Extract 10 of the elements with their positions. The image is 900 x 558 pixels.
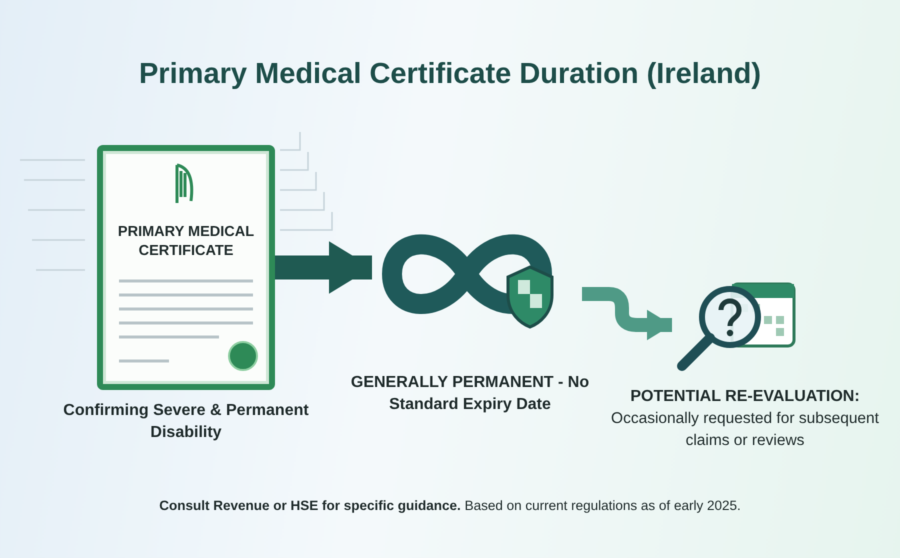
footnote: Consult Revenue or HSE for specific guidance. Based on current regulations as of early 2025. — [158, 498, 742, 513]
arrow — [275, 241, 372, 294]
caption-heading: GENERALLY PERMANENT - No Standard Expiry Date — [350, 373, 590, 415]
caption-heading: Confirming Severe & Permanent Disability — [62, 401, 310, 443]
certificate-title: PRIMARY MEDICAL CERTIFICATE — [116, 223, 256, 261]
title: Primary Medical Certificate Duration (Ireland) — [138, 58, 762, 91]
caption-heading: POTENTIAL RE-EVALUATION: — [629, 387, 861, 407]
caption-text: Occasionally requested for subsequent claims or reviews — [610, 409, 880, 451]
arrow — [582, 287, 672, 340]
certificate-card — [97, 145, 275, 390]
